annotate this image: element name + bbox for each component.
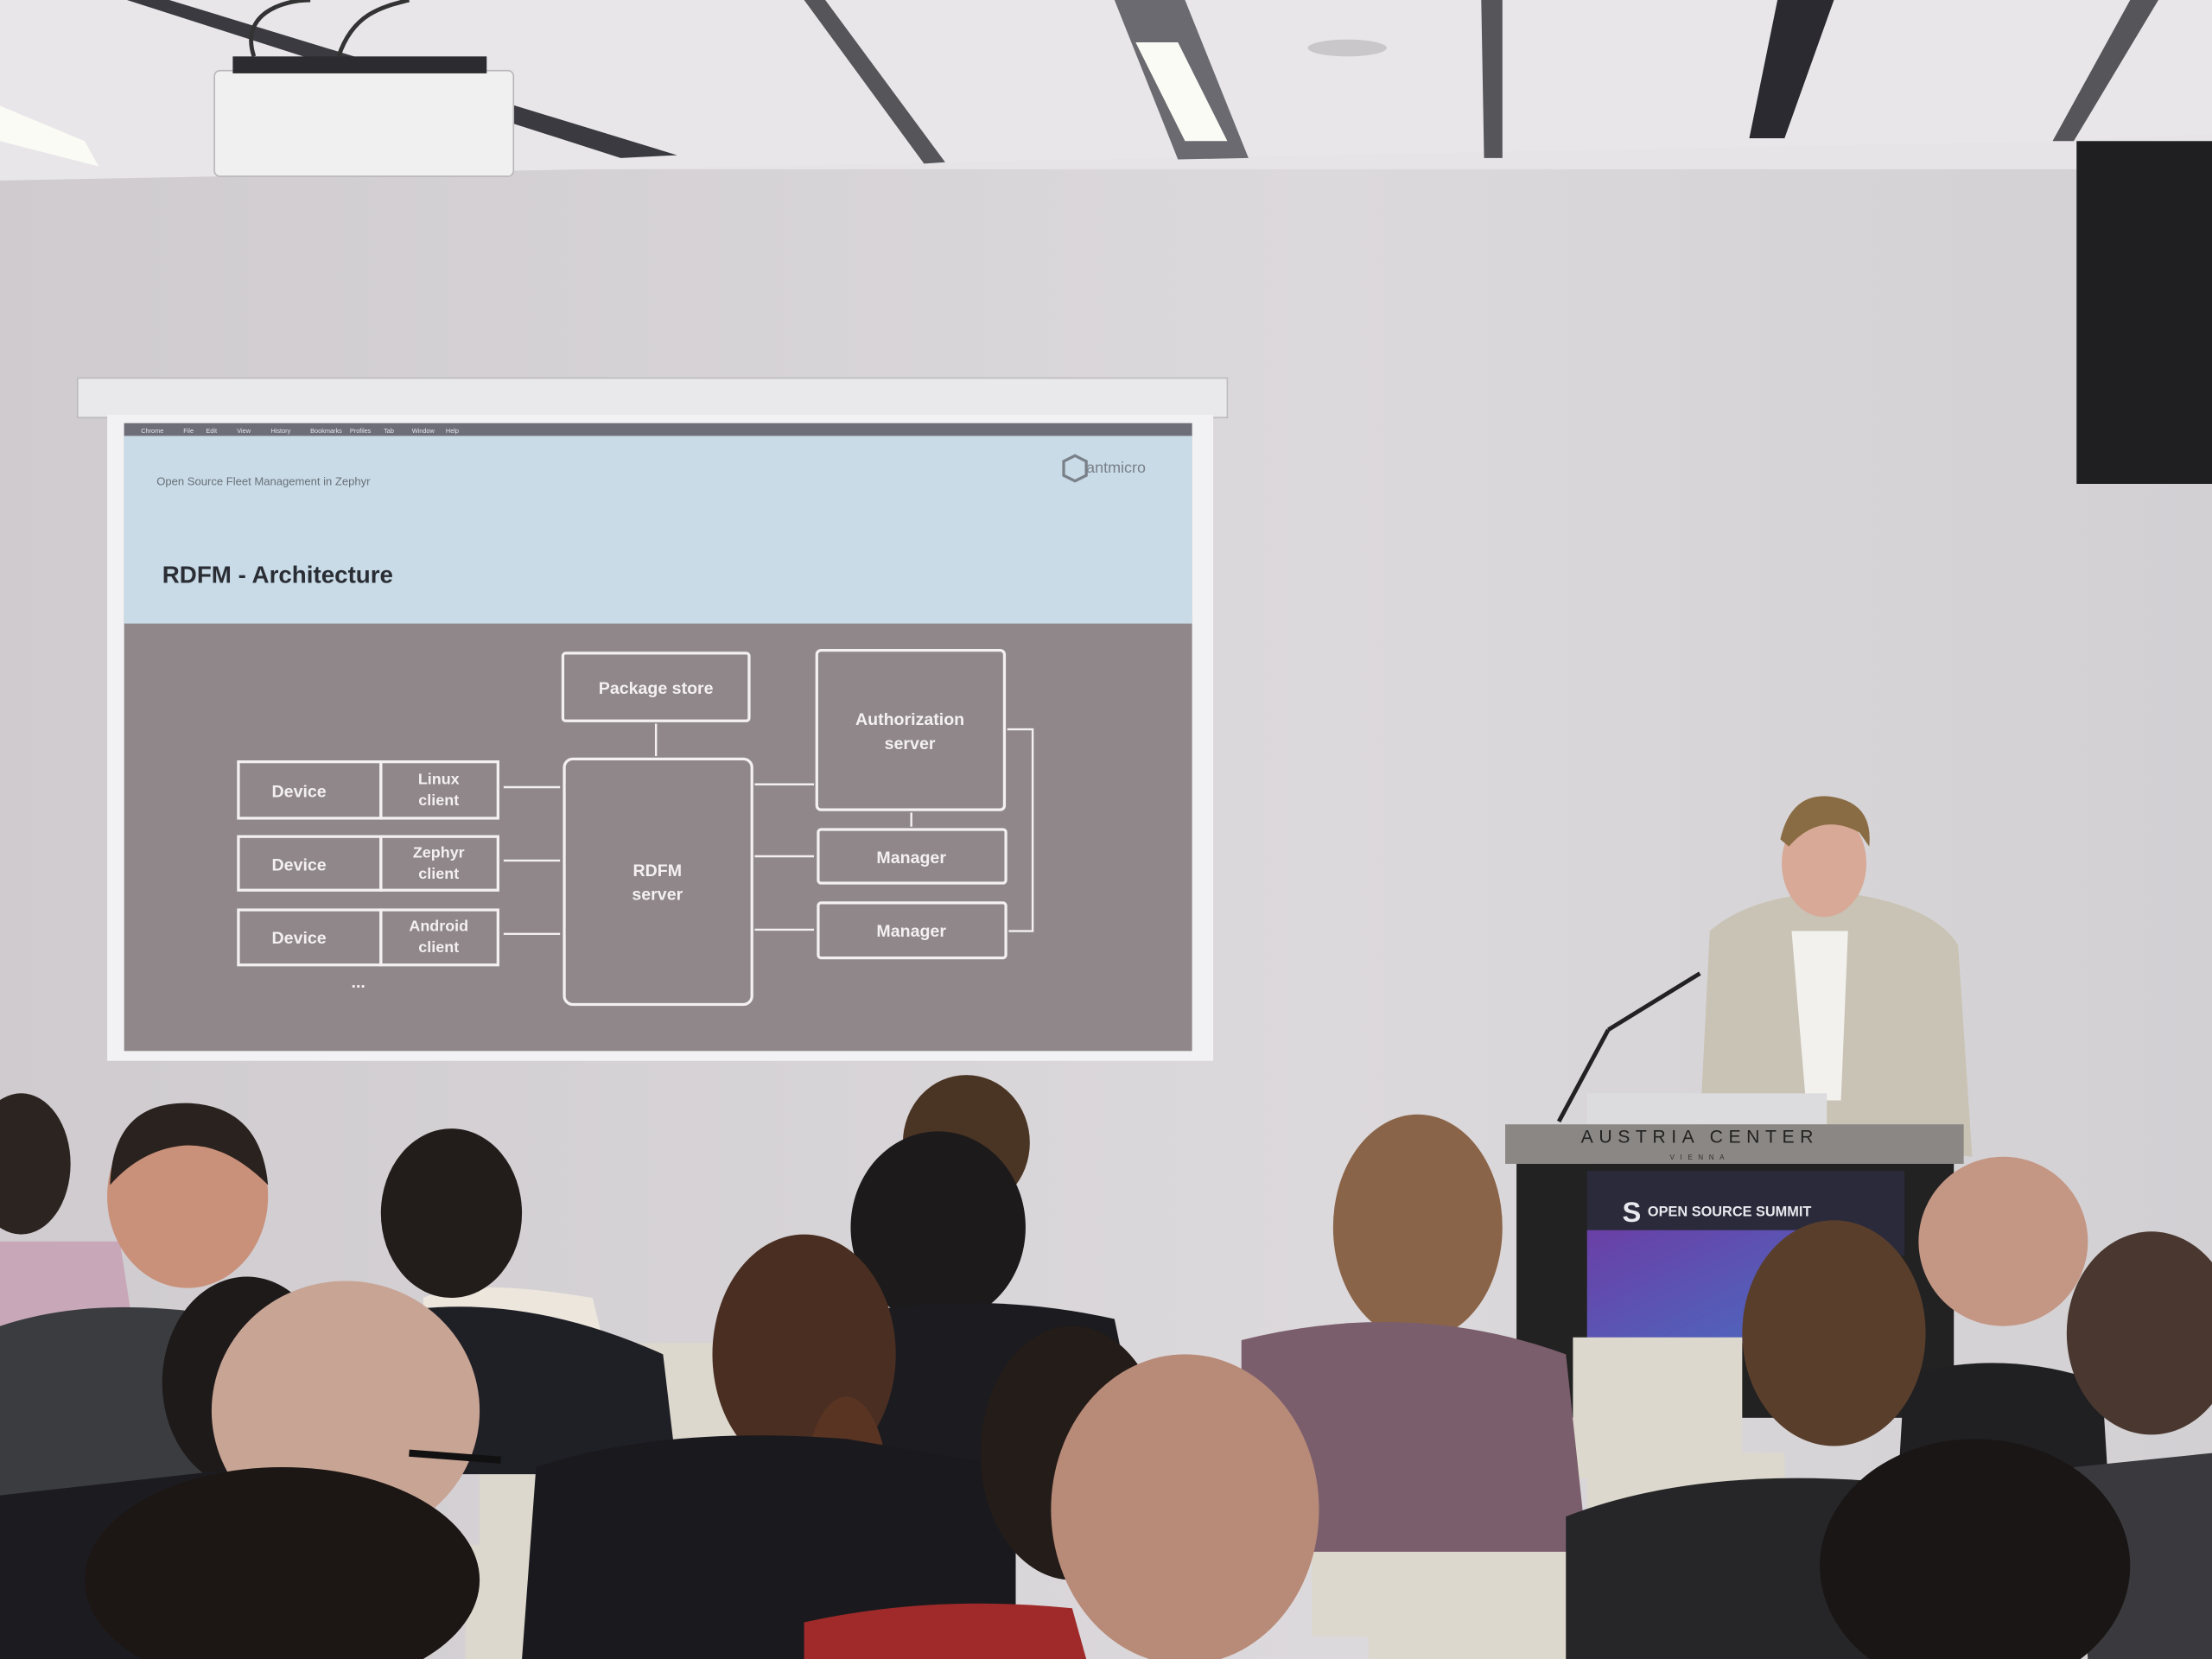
menu-item: Bookmarks xyxy=(310,427,342,435)
client-label: client xyxy=(418,938,459,956)
arrows xyxy=(503,723,1034,936)
projector xyxy=(213,69,515,177)
manager-label: Manager xyxy=(876,849,946,868)
client-label: Android xyxy=(409,918,468,935)
menu-item: History xyxy=(270,427,290,435)
diagram-labels: Package store Authorization server RDFM … xyxy=(272,679,965,992)
device-label: Device xyxy=(272,782,327,801)
rdfm-server-label: server xyxy=(632,886,683,905)
audience xyxy=(0,1075,2212,1659)
authorization-server-box xyxy=(815,649,1007,811)
client-box xyxy=(379,835,499,892)
slide-header xyxy=(124,434,1192,624)
menu-item: Help xyxy=(446,427,459,435)
manager-label: Manager xyxy=(876,922,946,941)
device-label: Device xyxy=(272,929,327,948)
rdfm-server-label: RDFM xyxy=(633,861,683,880)
antmicro-logo: antmicro xyxy=(1062,454,1146,483)
laptop xyxy=(1586,1093,1827,1125)
menu-item: Edit xyxy=(206,427,217,435)
rdfm-server-box xyxy=(563,757,753,1007)
ellipsis-label: ... xyxy=(352,973,365,992)
slide-subtitle: Open Source Fleet Management in Zephyr xyxy=(156,475,371,488)
ceiling xyxy=(0,0,2212,181)
wall-speaker xyxy=(2076,141,2212,484)
svg-text:antmicro: antmicro xyxy=(1086,459,1146,476)
auth-server-label: server xyxy=(885,734,936,753)
presenter xyxy=(1700,796,1973,1157)
menu-item: Window xyxy=(412,427,435,435)
menu-item: View xyxy=(237,427,251,435)
menu-item: Chrome xyxy=(141,427,163,435)
menu-item: Tab xyxy=(384,427,394,435)
auth-server-label: Authorization xyxy=(855,710,964,729)
package-store-box xyxy=(561,652,751,722)
client-box xyxy=(379,760,499,820)
client-label: Zephyr xyxy=(413,844,465,861)
menu-item: File xyxy=(183,427,194,435)
manager-box xyxy=(817,828,1007,885)
client-label: client xyxy=(418,791,459,809)
client-box xyxy=(379,908,499,967)
summit-logo: S xyxy=(1623,1196,1642,1228)
architecture-diagram xyxy=(237,649,1034,1007)
podium-banner: OPEN SOURCE SUMMIT xyxy=(1648,1204,1811,1219)
client-label: Linux xyxy=(418,771,460,788)
podium-city: VIENNA xyxy=(1670,1154,1731,1161)
menu-bar-items: Chrome File Edit View History Bookmarks … xyxy=(141,427,459,435)
device-label: Device xyxy=(272,855,327,874)
manager-box xyxy=(817,901,1007,960)
slide-title: RDFM - Architecture xyxy=(162,561,393,588)
menu-bar xyxy=(124,423,1192,436)
package-store-label: Package store xyxy=(599,679,714,698)
projection-screen: Chrome File Edit View History Bookmarks … xyxy=(76,377,1229,1061)
client-label: client xyxy=(418,865,459,882)
menu-item: Profiles xyxy=(350,427,372,435)
podium-venue: AUSTRIA CENTER xyxy=(1581,1127,1819,1147)
